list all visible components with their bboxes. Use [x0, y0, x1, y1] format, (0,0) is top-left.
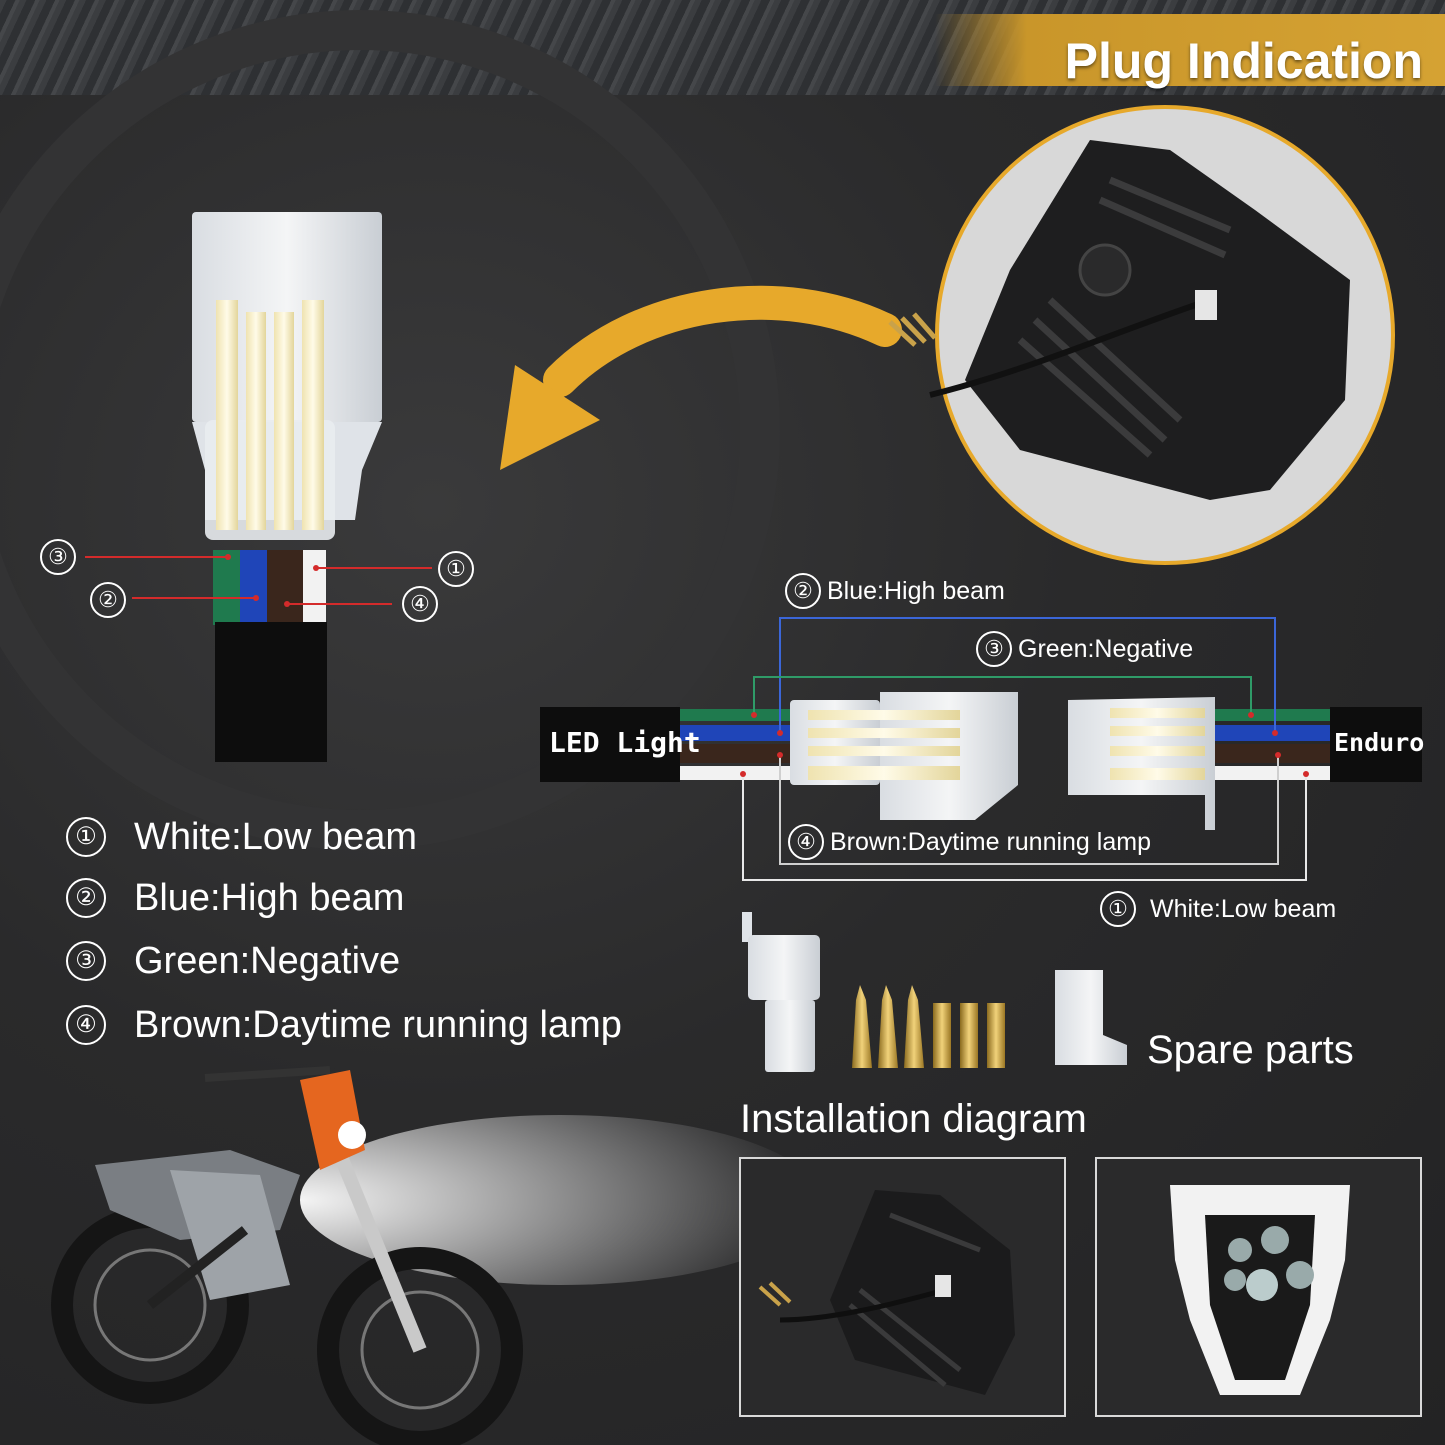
callout-text: Brown:Daytime running lamp: [830, 827, 1151, 856]
legend-item-green: ③ Green:Negative: [66, 936, 400, 986]
page-title: Plug Indication: [1064, 33, 1423, 89]
installation-box-back: [739, 1157, 1066, 1417]
legend-number: ①: [66, 817, 106, 857]
motorbike-illustration: [51, 1066, 820, 1445]
legend-number: ②: [66, 878, 106, 918]
wiring-diagram: [540, 617, 1422, 881]
installation-diagram-label: Installation diagram: [740, 1097, 1087, 1141]
spare-parts-label: Spare parts: [1147, 1028, 1354, 1072]
legend-text: Brown:Daytime running lamp: [134, 1003, 622, 1046]
plug-marker-3: ③: [40, 539, 76, 575]
callout-number: ①: [1100, 891, 1136, 927]
callout-number: ③: [976, 631, 1012, 667]
legend-item-white: ① White:Low beam: [66, 812, 417, 862]
headlight-back-circle: [888, 105, 1395, 565]
cable-label-led-light: LED Light: [549, 726, 701, 759]
plug-marker-4: ④: [402, 586, 438, 622]
wiring-callout-green: ③ Green:Negative: [976, 631, 1193, 667]
wiring-callout-brown: ④ Brown:Daytime running lamp: [788, 824, 1151, 860]
callout-text: White:Low beam: [1150, 894, 1337, 923]
background-wheel: [0, 10, 780, 850]
legend-number: ③: [66, 941, 106, 981]
callout-text: Green:Negative: [1018, 634, 1194, 663]
wiring-callout-white: ① White:Low beam: [1100, 891, 1336, 927]
header-banner: Plug Indication: [935, 14, 1445, 89]
curved-arrow-icon: [500, 285, 902, 470]
cable-label-enduro: Enduro: [1334, 728, 1425, 757]
wiring-callout-blue: ② Blue:High beam: [785, 573, 1005, 609]
big-plug: [85, 212, 432, 762]
legend-text: Green:Negative: [134, 939, 401, 982]
legend-item-blue: ② Blue:High beam: [66, 873, 404, 923]
legend-item-brown: ④ Brown:Daytime running lamp: [66, 1000, 622, 1050]
callout-number: ④: [788, 824, 824, 860]
callout-number: ②: [785, 573, 821, 609]
plug-marker-2: ②: [90, 582, 126, 618]
callout-text: Blue:High beam: [827, 576, 1005, 605]
spare-parts: [742, 912, 1127, 1072]
legend-text: White:Low beam: [134, 815, 418, 858]
legend-text: Blue:High beam: [134, 876, 405, 919]
legend-number: ④: [66, 1005, 106, 1045]
plug-marker-1: ①: [438, 551, 474, 587]
installation-box-front: [1095, 1157, 1422, 1417]
